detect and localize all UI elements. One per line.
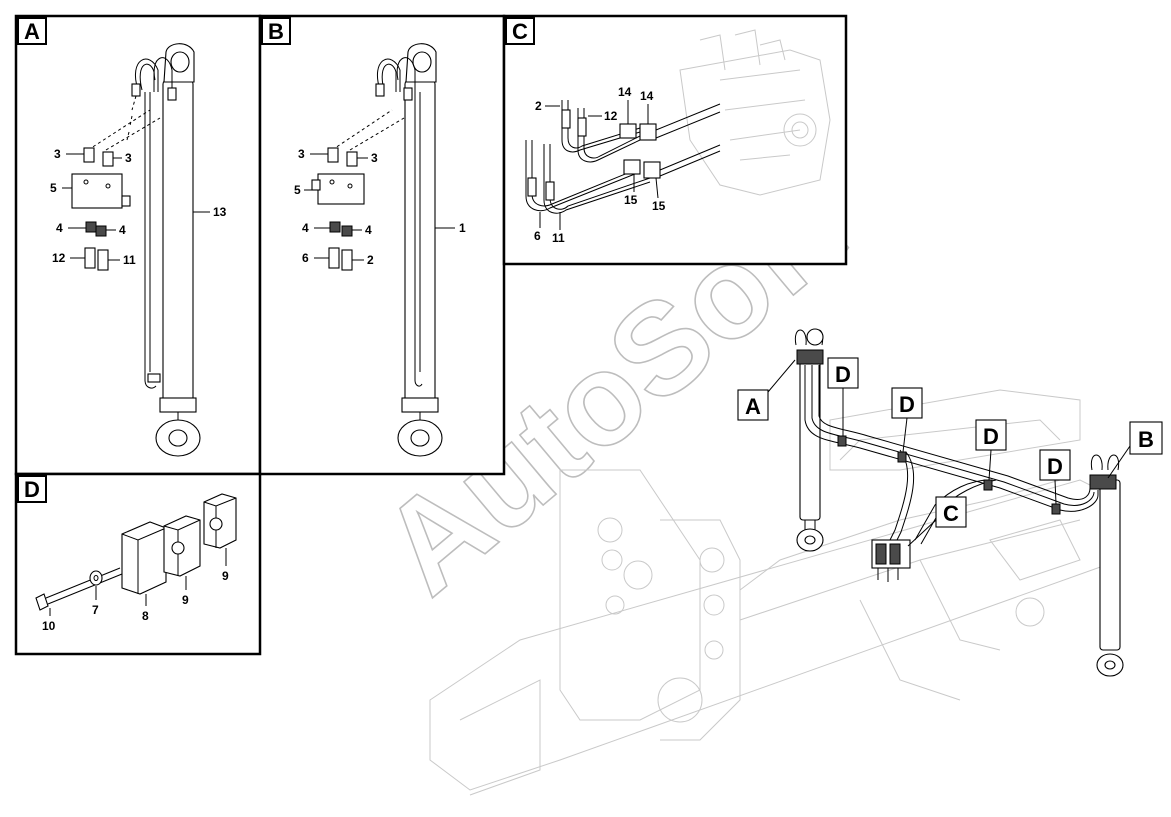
panel-c: C 2 12 14 14 15 <box>502 14 848 266</box>
label-b-6: 6 <box>302 251 309 265</box>
callout-d-2: D <box>891 387 923 453</box>
label-d-9-right: 9 <box>222 569 229 583</box>
label-b-5: 5 <box>294 183 301 197</box>
label-c-12: 12 <box>604 109 618 123</box>
svg-text:D: D <box>1047 454 1063 479</box>
label-b-3-right: 3 <box>371 151 378 165</box>
label-b-2: 2 <box>367 253 374 267</box>
callout-b: B <box>1107 421 1163 479</box>
panel-d-tag: D <box>24 477 40 502</box>
label-c-2: 2 <box>535 99 542 113</box>
svg-text:B: B <box>1138 427 1154 452</box>
label-a-3-left: 3 <box>54 147 61 161</box>
callout-c: C <box>907 496 967 547</box>
svg-text:D: D <box>983 424 999 449</box>
panel-d: D 10 7 8 9 9 <box>14 472 262 656</box>
label-b-1: 1 <box>459 221 466 235</box>
label-c-15-right: 15 <box>652 199 666 213</box>
label-a-12: 12 <box>52 251 66 265</box>
svg-text:A: A <box>745 394 761 419</box>
label-d-9-left: 9 <box>182 593 189 607</box>
label-d-10: 10 <box>42 619 56 633</box>
main-assembly <box>794 328 1124 677</box>
label-c-6: 6 <box>534 229 541 243</box>
label-c-11: 11 <box>552 231 565 245</box>
label-a-4-right: 4 <box>119 223 126 237</box>
machine-frame-ghost <box>429 389 1121 796</box>
label-a-5: 5 <box>50 181 57 195</box>
label-a-4-left: 4 <box>56 221 63 235</box>
panel-b: B 3 3 5 4 <box>258 14 506 476</box>
callout-a: A <box>737 359 796 421</box>
panel-c-tag: C <box>512 19 528 44</box>
callout-d-1: D <box>827 357 859 436</box>
label-c-14-left: 14 <box>618 85 632 99</box>
label-d-7: 7 <box>92 603 99 617</box>
callout-d-4: D <box>1039 449 1071 505</box>
label-c-15-left: 15 <box>624 193 638 207</box>
label-b-3-left: 3 <box>298 147 305 161</box>
label-c-14-right: 14 <box>640 89 654 103</box>
svg-text:D: D <box>899 392 915 417</box>
svg-text:D: D <box>835 362 851 387</box>
panel-a: A <box>14 14 262 476</box>
callout-d-3: D <box>975 419 1007 481</box>
label-b-4-right: 4 <box>365 223 372 237</box>
label-a-13: 13 <box>213 205 227 219</box>
label-a-3-right: 3 <box>125 151 132 165</box>
label-a-11: 11 <box>123 253 136 267</box>
panel-b-tag: B <box>268 19 284 44</box>
label-d-8: 8 <box>142 609 149 623</box>
svg-text:C: C <box>943 501 959 526</box>
label-b-4-left: 4 <box>302 221 309 235</box>
panel-a-tag: A <box>24 19 40 44</box>
